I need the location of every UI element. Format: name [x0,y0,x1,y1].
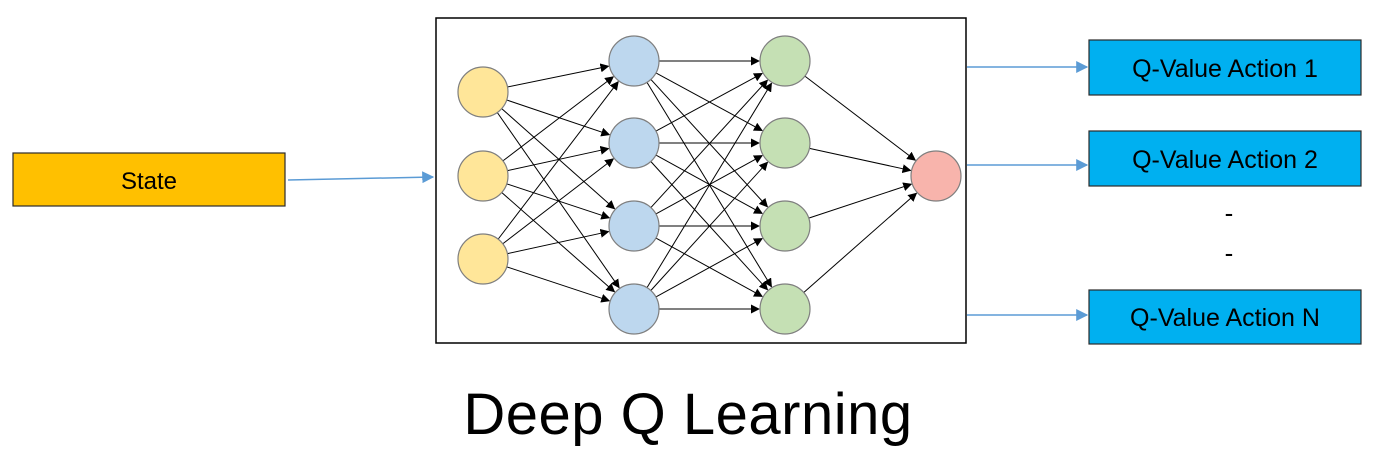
connection-input-1-to-hidden-1-4 [496,112,620,289]
hidden-2-node-3 [759,200,811,252]
state-box: State [12,152,286,207]
network-connections [496,56,918,314]
connection-hidden-1-4-to-hidden-2-1 [646,82,772,288]
output-box-action-1: Q-Value Action 1 [1088,39,1362,96]
state-label: State [121,168,177,195]
hidden-1-node-4 [608,283,660,335]
connection-hidden-1-4-to-hidden-2-2 [650,161,769,291]
input-node-3 [457,233,509,285]
hidden-2-node-2 [759,117,811,169]
connection-input-2-to-hidden-1-2 [507,145,610,172]
connection-input-3-to-hidden-1-3 [507,228,610,255]
connection-hidden-2-1-to-output-1 [804,75,917,161]
connection-hidden-2-3-to-output-1 [808,182,913,219]
connection-input-3-to-hidden-1-1 [497,80,619,240]
hidden-2-node-4 [759,283,811,335]
input-node-2 [457,150,509,202]
state-to-network-arrow [287,171,435,184]
output-label-action-n: Q-Value Action N [1130,304,1320,332]
diagram-title: Deep Q Learning [463,382,913,447]
hidden-2-node-1 [759,35,811,87]
output-box-action-n: Q-Value Action N [1088,289,1362,345]
connection-hidden-2-2-to-output-1 [809,147,912,174]
output-label-action-2: Q-Value Action 2 [1132,146,1318,174]
connection-input-2-to-hidden-1-1 [502,76,615,162]
ellipsis-dash-1: - [1225,198,1234,228]
connection-hidden-1-3-to-hidden-2-1 [650,79,769,208]
hidden-1-node-1 [608,35,660,87]
connection-hidden-1-4-to-hidden-2-3 [655,238,764,298]
connection-input-3-to-hidden-1-2 [502,158,615,245]
output-box-action-2: Q-Value Action 2 [1088,130,1362,187]
hidden-1-node-2 [608,117,660,169]
connection-input-3-to-hidden-1-4 [506,266,611,303]
connection-hidden-1-2-to-hidden-2-1 [655,72,763,132]
ellipsis-dash-2: - [1225,238,1234,268]
output-label-action-1: Q-Value Action 1 [1132,55,1318,83]
output-node-1 [910,150,962,202]
input-node-1 [457,66,509,118]
connection-hidden-2-4-to-output-1 [803,192,918,293]
network-frame [435,17,967,344]
connection-input-1-to-hidden-1-3 [501,108,616,210]
connection-hidden-1-3-to-hidden-2-2 [655,155,764,215]
connection-input-1-to-hidden-1-2 [506,99,611,137]
connection-input-1-to-hidden-1-1 [507,63,610,88]
network-nodes [457,35,962,335]
hidden-1-node-3 [608,200,660,252]
